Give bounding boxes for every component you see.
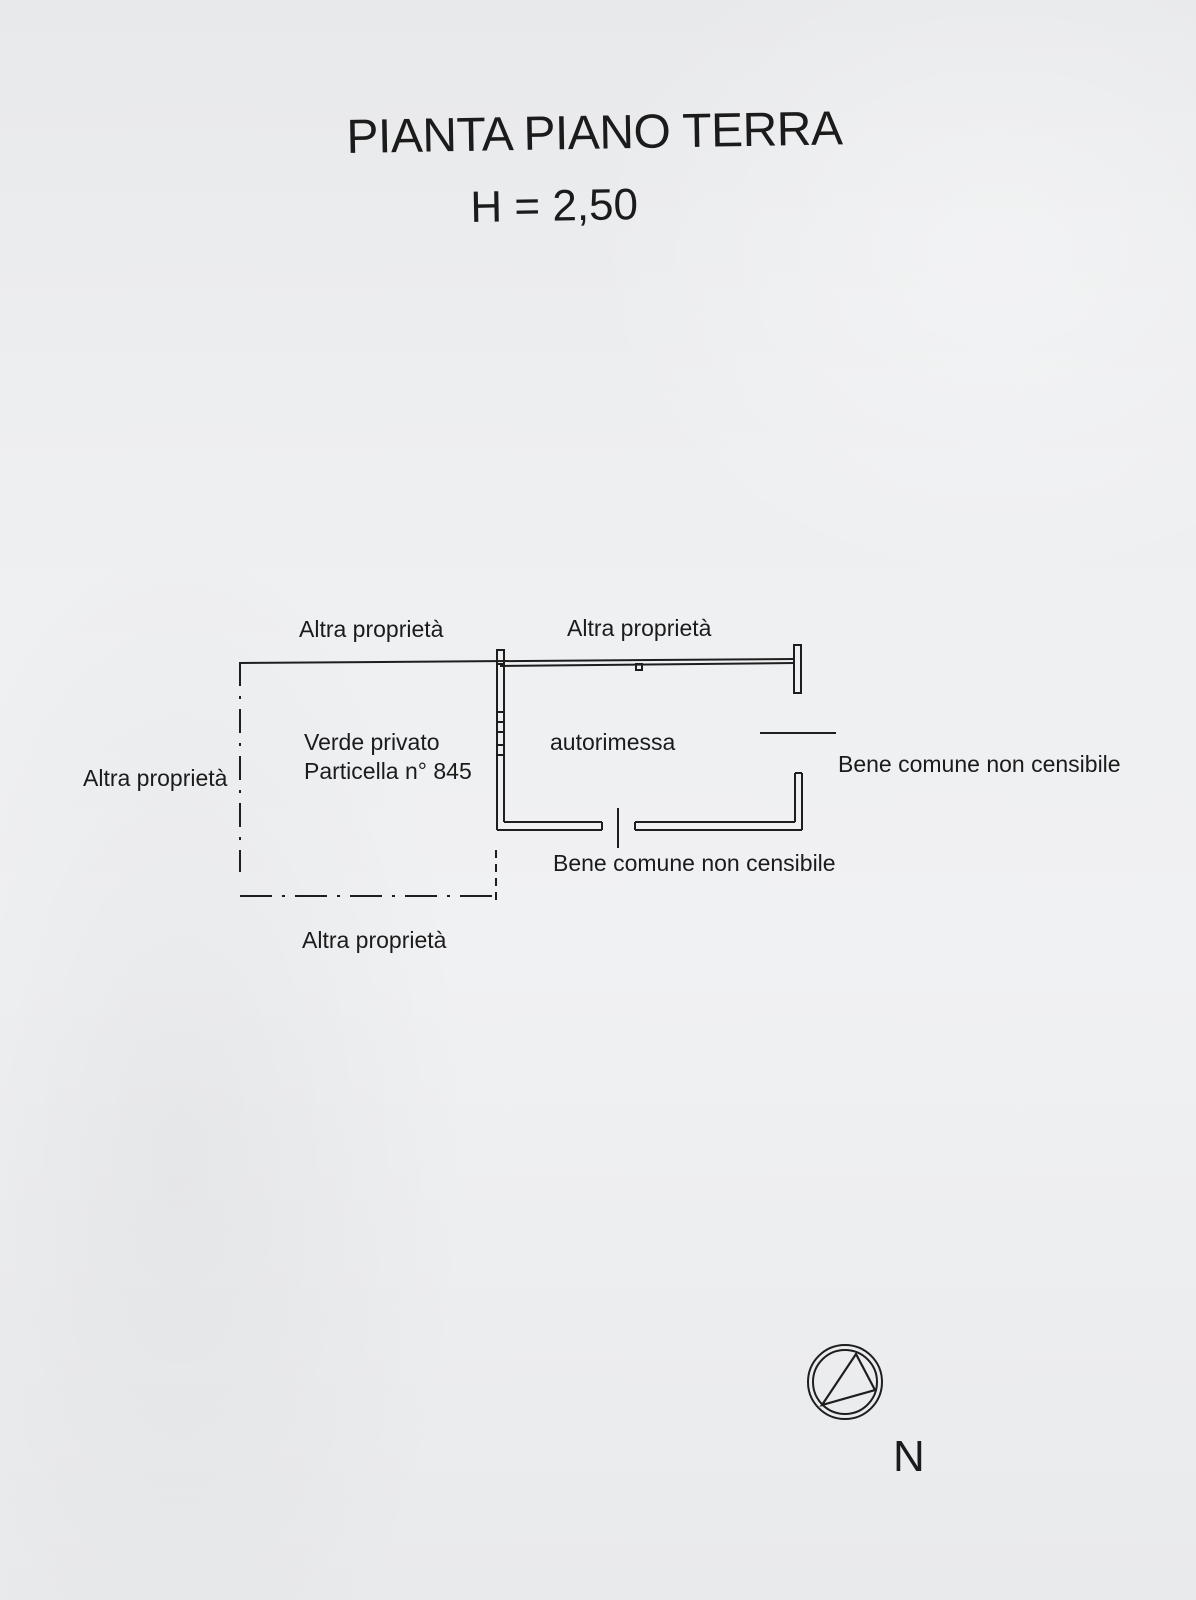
wall-stub-right — [793, 644, 802, 694]
label-top-left: Altra proprietà — [299, 616, 444, 642]
label-garage: autorimessa — [550, 729, 676, 755]
north-letter: N — [893, 1432, 925, 1481]
top-boundary-line-2 — [499, 662, 796, 667]
label-left: Altra proprietà — [83, 765, 228, 791]
label-garden-line2: Particella n° 845 — [304, 758, 472, 784]
label-right: Bene comune non censibile — [838, 751, 1121, 777]
label-bottom-left: Altra proprietà — [302, 927, 447, 953]
label-top-right: Altra proprietà — [567, 615, 712, 641]
wall-notch-top — [635, 663, 643, 671]
top-boundary-line — [239, 658, 796, 664]
label-garden-line1: Verde privato — [304, 729, 440, 755]
north-arrow-icon — [807, 1344, 883, 1420]
label-bottom-right: Bene comune non censibile — [553, 850, 836, 876]
wall-stub-left — [496, 649, 505, 665]
